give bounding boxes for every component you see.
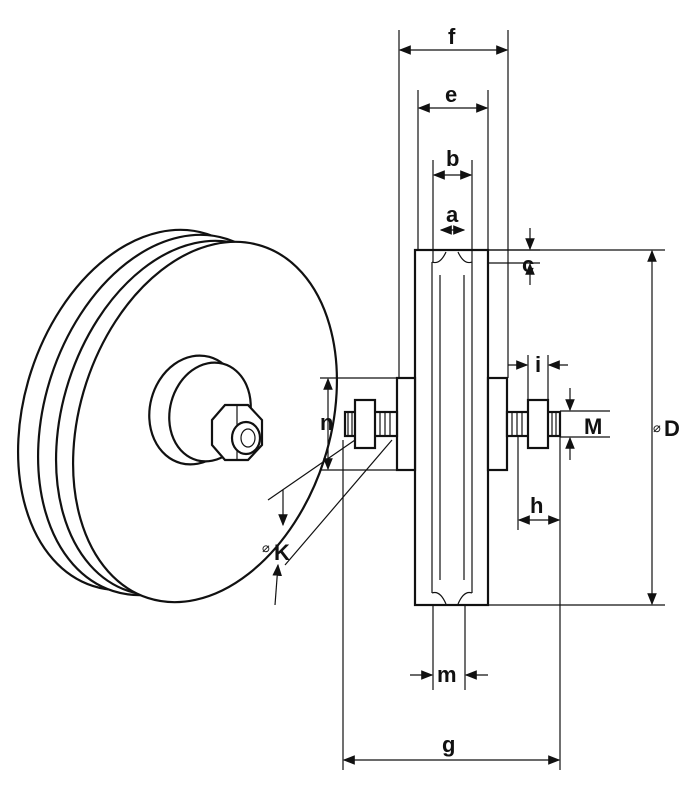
label-g: g — [442, 732, 455, 757]
left-axle-nut — [343, 398, 399, 450]
label-m: m — [437, 662, 457, 687]
label-e: e — [445, 82, 457, 107]
label-M: M — [584, 414, 602, 439]
label-c: c — [522, 252, 534, 277]
label-b: b — [446, 146, 459, 171]
label-i: i — [535, 352, 541, 377]
right-axle-nut — [505, 398, 562, 450]
label-a: a — [446, 202, 459, 227]
label-n: n — [320, 410, 333, 435]
label-f: f — [448, 24, 456, 49]
label-D: D — [664, 416, 680, 441]
pulley-side-view — [343, 248, 562, 607]
hex-nut-icon — [210, 403, 264, 462]
label-K: K — [274, 540, 290, 565]
label-D-prefix: ⌀ — [653, 420, 661, 435]
dimension-lines — [267, 30, 665, 770]
pulley-perspective-view — [16, 228, 339, 604]
label-K-prefix: ⌀ — [262, 540, 270, 555]
label-h: h — [530, 493, 543, 518]
